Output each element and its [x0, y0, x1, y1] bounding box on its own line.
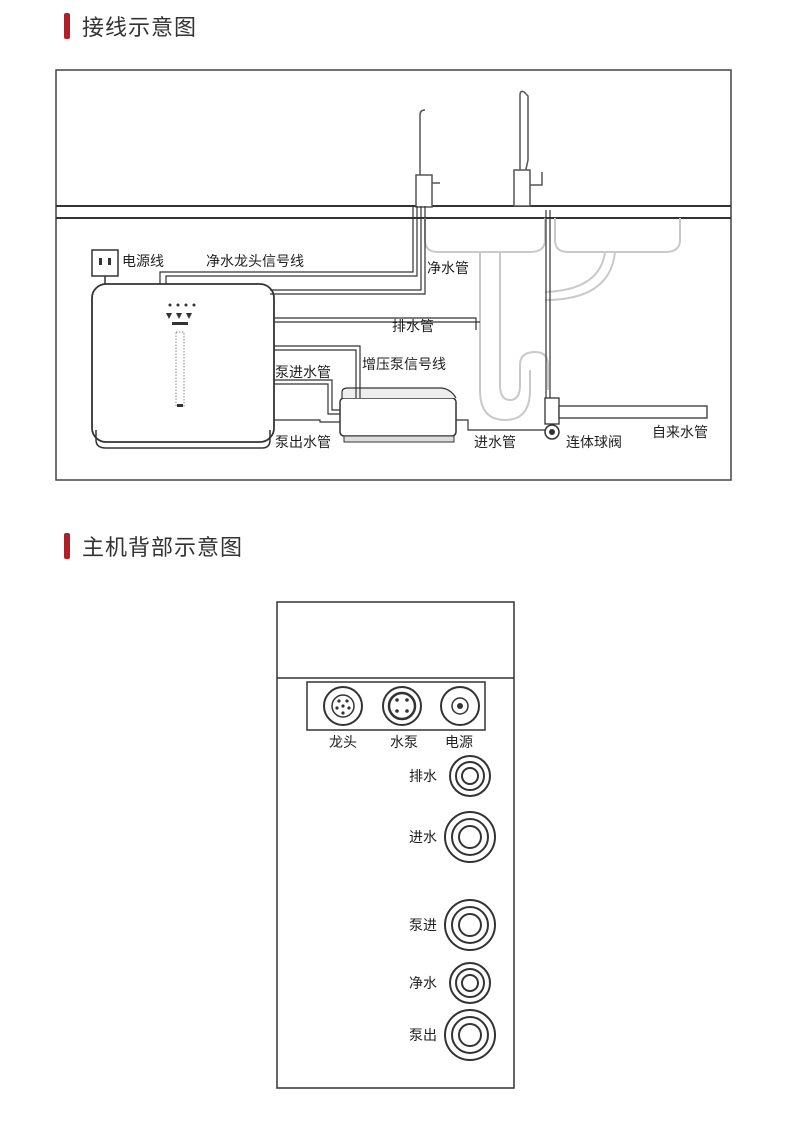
kitchen-faucet-icon: [513, 90, 543, 207]
pump-inlet-port-icon: [444, 899, 496, 951]
port-label-drain: 排水: [409, 769, 437, 785]
port-label-power: 电源: [445, 735, 473, 751]
accent-bar: [64, 533, 70, 559]
port-label-inlet: 进水: [409, 830, 437, 846]
label-pump-inlet-pipe: 泵进水管: [275, 365, 331, 381]
label-tap-water-pipe: 自来水管: [652, 425, 708, 441]
section-header-wiring: 接线示意图: [64, 10, 197, 42]
label-booster-signal: 增压泵信号线: [362, 357, 446, 373]
label-inlet-pipe: 进水管: [474, 435, 516, 451]
connection-lines: [159, 206, 551, 431]
pure-water-port-icon: [449, 962, 491, 1004]
section-header-back: 主机背部示意图: [64, 530, 243, 562]
back-panel-diagram: 龙头 水泵 电源 排水 进水 泵进 净水 泵出: [276, 601, 515, 1089]
port-label-pump: 水泵: [390, 735, 418, 751]
sink: [424, 218, 681, 422]
power-connector-icon: [440, 686, 480, 726]
accent-bar: [64, 13, 70, 39]
port-label-pure-water: 净水: [409, 976, 437, 992]
ball-valve: [544, 397, 708, 440]
port-label-pump-inlet: 泵进: [409, 918, 437, 934]
label-power-cord: 电源线: [122, 254, 164, 270]
section-title-back: 主机背部示意图: [82, 536, 244, 561]
label-ball-valve: 连体球阀: [566, 435, 622, 451]
wiring-diagram: 电源线 净水龙头信号线 净水管 排水管 泵进水管 增压泵信号线 泵出水管 进水管…: [55, 69, 732, 481]
faucet-connector-icon: [323, 686, 363, 726]
label-drain-pipe: 排水管: [392, 319, 434, 335]
section-title-wiring: 接线示意图: [82, 16, 198, 41]
diagram-frame: [55, 69, 732, 481]
port-label-faucet: 龙头: [329, 735, 357, 751]
port-label-pump-outlet: 泵出: [409, 1028, 437, 1044]
label-pure-water-pipe: 净水管: [427, 261, 469, 277]
pump-outlet-port-icon: [444, 1009, 496, 1061]
purifier-main-unit: [91, 283, 275, 449]
label-faucet-signal: 净水龙头信号线: [206, 254, 304, 270]
drain-port-icon: [449, 755, 491, 797]
pump-connector-icon: [382, 686, 422, 726]
label-pump-outlet-pipe: 泵出水管: [275, 435, 331, 451]
inlet-port-icon: [444, 811, 496, 863]
booster-pump: [339, 387, 457, 443]
purifier-faucet-icon: [415, 109, 440, 208]
